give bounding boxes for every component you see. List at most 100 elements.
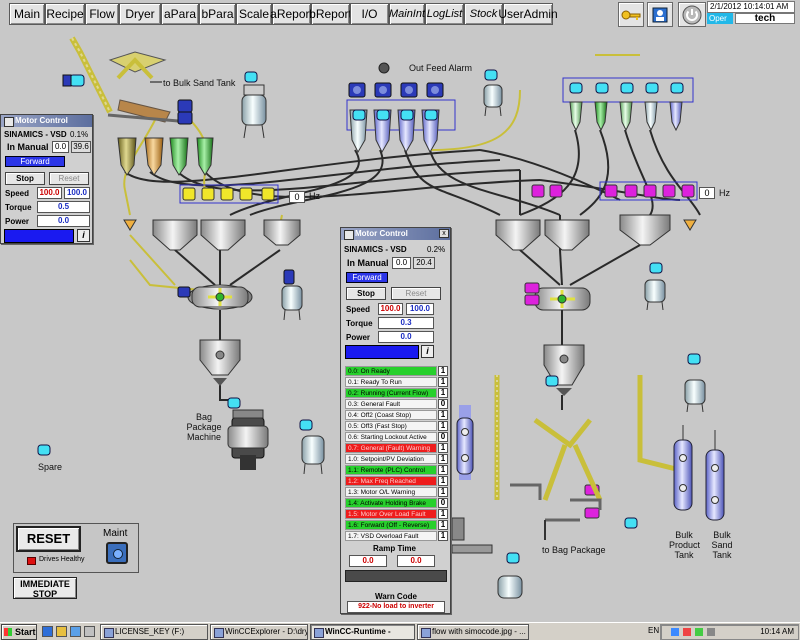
login-key-button[interactable] [618, 2, 644, 27]
reset-button[interactable]: RESET [16, 526, 81, 552]
mode-label: In Manual [7, 142, 49, 152]
nav-io-button[interactable]: I/O [350, 3, 389, 25]
bucket-elevators-right [456, 375, 725, 522]
task-license-key[interactable]: LICENSE_KEY (F:) [100, 624, 208, 640]
nav-useradmin-button[interactable]: UserAdmin [498, 3, 558, 25]
tray-alert-icon[interactable] [683, 628, 691, 636]
top-nav-bar: Main Recipe Flow Dryer aPara bPara Scale… [0, 0, 800, 28]
forward-button[interactable]: Forward [5, 156, 65, 167]
nav-main-button[interactable]: Main [9, 3, 45, 25]
start-button[interactable]: Start [1, 624, 37, 640]
label-to-bag-package: to Bag Package [542, 545, 606, 555]
task-wincc-runtime[interactable]: WinCC-Runtime - [310, 624, 415, 640]
nav-breport-button[interactable]: bReport [309, 3, 352, 25]
status-bit: 1 [438, 487, 448, 497]
status-row: 1.1: Remote (PLC) Control [345, 465, 437, 475]
value-a-field: 0.0 [392, 257, 411, 269]
status-bar [345, 345, 419, 359]
immediate-stop-button[interactable]: IMMEDIATE STOP [13, 577, 77, 599]
nav-areport-button[interactable]: aReport [270, 3, 313, 25]
bucket-elevator-left [69, 36, 191, 124]
user-shield-icon [652, 7, 668, 22]
nav-scale-button[interactable]: Scale [236, 3, 272, 25]
language-indicator[interactable]: EN [648, 626, 660, 635]
maint-label: Maint [103, 528, 128, 539]
label-bulk-sand-tank: Bulk Sand Tank [711, 530, 733, 560]
reset-button[interactable]: Reset [391, 287, 441, 300]
motor-control-panel-small: Motor Control SINAMICS - VSD 0.1% In Man… [0, 114, 93, 244]
reset-group: RESET Drives Healthy Maint [13, 523, 139, 573]
valve-row-right [524, 181, 698, 519]
status-row: 1.6: Forward (Off - Reverse) [345, 520, 437, 530]
ramp-down-field[interactable]: 0.0 [397, 555, 435, 567]
task-wincc-explorer[interactable]: WinCCExplorer - D:\dry... [210, 624, 308, 640]
ramp-up-field[interactable]: 0.0 [349, 555, 387, 567]
discharge-hopper-left [199, 339, 241, 386]
status-bit: 1 [438, 531, 448, 541]
status-row: 1.5: Motor Over Load Fault [345, 509, 437, 519]
status-row: 1.0: Setpoint/PV Deviation [345, 454, 437, 464]
speed-setpoint-field[interactable]: 100.0 [37, 187, 62, 199]
app-icon[interactable] [84, 626, 95, 637]
power-icon [682, 5, 702, 24]
nav-loglist-button[interactable]: LogList [425, 3, 464, 25]
speed-label: Speed [346, 305, 371, 314]
ramp-time-label: Ramp Time [373, 544, 416, 553]
nav-stock-button[interactable]: Stock [464, 3, 503, 25]
hz-right-value[interactable]: 0 [699, 187, 715, 199]
bag-package-machine [227, 409, 269, 470]
info-button[interactable]: i [77, 229, 90, 242]
warn-code-label: Warn Code [375, 592, 417, 601]
label-spare: Spare [38, 462, 63, 472]
status-bit: 1 [438, 454, 448, 464]
shutdown-button[interactable] [678, 2, 706, 27]
forward-button[interactable]: Forward [346, 272, 388, 283]
status-bit: 0 [438, 432, 448, 442]
desktop-icon[interactable] [70, 626, 81, 637]
nav-mainint-button[interactable]: MainInt [389, 3, 425, 25]
info-button[interactable]: i [421, 345, 434, 358]
folder-icon[interactable] [56, 626, 67, 637]
drives-healthy-led [27, 557, 36, 565]
tray-volume-icon[interactable] [707, 628, 715, 636]
small-tanks [241, 84, 706, 599]
status-row: 0.7: General (Fault) Warning [345, 443, 437, 453]
taskbar-clock: 10:14 AM [760, 627, 794, 636]
tray-status-icon[interactable] [695, 628, 703, 636]
stop-button[interactable]: Stop [346, 287, 386, 300]
mixer-left [187, 284, 253, 310]
nav-recipe-button[interactable]: Recipe [45, 3, 85, 25]
key-icon [621, 10, 641, 20]
speed-actual-field: 100.0 [406, 303, 434, 315]
nav-bpara-button[interactable]: bPara [199, 3, 236, 25]
hz-left-value[interactable]: 0 [289, 191, 305, 203]
status-row: 1.7: VSD Overload Fault [345, 531, 437, 541]
reset-button[interactable]: Reset [49, 172, 89, 185]
conveyor-equipment [451, 517, 546, 554]
task-flow-image[interactable]: flow with simocode.jpg - ... [417, 624, 529, 640]
drive-type: SINAMICS - VSD [4, 130, 67, 139]
maint-button[interactable] [106, 542, 128, 564]
status-row: 1.4: Activate Holding Brake [345, 498, 437, 508]
value-b-field: 39.6 [71, 141, 91, 153]
status-bit: 1 [438, 388, 448, 398]
stop-button[interactable]: Stop [5, 172, 45, 185]
status-bit: 1 [438, 465, 448, 475]
drive-percent: 0.1% [70, 130, 89, 139]
close-icon[interactable]: x [439, 229, 449, 238]
power-field: 0.0 [378, 331, 434, 343]
windows-taskbar: Start LICENSE_KEY (F:) WinCCExplorer - D… [0, 622, 800, 640]
nav-flow-button[interactable]: Flow [85, 3, 119, 25]
nav-dryer-button[interactable]: Dryer [119, 3, 161, 25]
tray-network-icon[interactable] [671, 628, 679, 636]
ie-icon[interactable] [42, 626, 53, 637]
nav-apara-button[interactable]: aPara [161, 3, 199, 25]
center-silos [346, 62, 456, 154]
speed-setpoint-field[interactable]: 100.0 [378, 303, 403, 315]
drive-percent: 0.2% [427, 245, 446, 254]
value-a-field: 0.0 [52, 141, 69, 153]
power-label: Power [346, 333, 371, 342]
user-shield-button[interactable] [647, 2, 673, 27]
value-b-field: 20.4 [413, 257, 435, 269]
date-time-display: 2/1/2012 10:14:01 AM [707, 1, 795, 13]
